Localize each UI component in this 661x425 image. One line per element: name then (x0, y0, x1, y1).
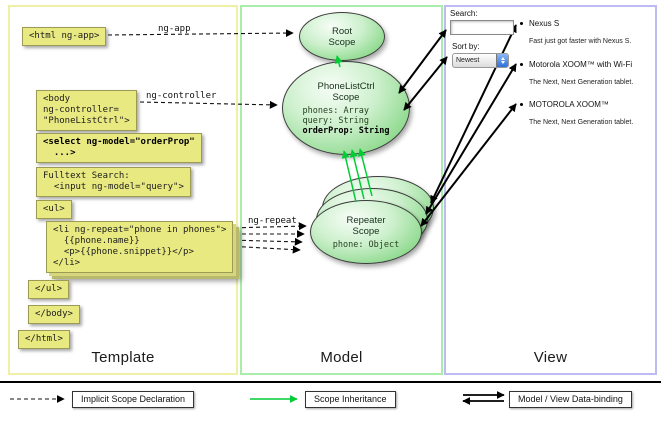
ng-app-label: ng-app (158, 24, 191, 34)
model-panel-title: Model (320, 349, 363, 366)
legend-implicit-scope: Implicit Scope Declaration (72, 391, 195, 408)
scope-prop-phones: phones: Array (302, 105, 370, 116)
phone-snippet: Fast just got faster with Nexus S. (529, 38, 632, 45)
view-panel-title: View (533, 349, 568, 366)
select-stepper-icon (496, 54, 508, 67)
phone-name: Nexus S (529, 19, 560, 28)
scope-prop-orderprop: orderProp: String (302, 125, 390, 136)
phonelistctrl-scope-name: PhoneListCtrl Scope (317, 80, 375, 103)
code-body-open: <body ng-controller= "PhoneListCtrl"> (36, 90, 137, 131)
ng-controller-label: ng-controller (146, 91, 217, 101)
search-input[interactable] (450, 20, 514, 35)
sort-select[interactable]: Newest (452, 53, 509, 68)
scope-prop-query: query: String (302, 115, 370, 126)
phone-snippet: The Next, Next Generation tablet. (529, 119, 634, 126)
phone-list-item: Motorola XOOM™ with Wi-Fi The Next, Next… (520, 60, 659, 87)
phone-name: Motorola XOOM™ with Wi-Fi (529, 60, 633, 69)
code-ul-close: </ul> (28, 280, 70, 299)
code-html-close: </html> (18, 330, 70, 349)
code-html-open: <html ng-app> (22, 27, 107, 46)
ng-repeat-label: ng-repeat (248, 216, 297, 226)
legend-data-binding: Model / View Data-binding (509, 391, 632, 408)
repeater-scope-props: phone: Object (333, 240, 400, 250)
scope-prop-phone: phone: Object (332, 239, 400, 250)
code-li-repeat: <li ng-repeat="phone in phones"> {{phone… (46, 221, 234, 273)
code-select: <select ng-model="orderProp" ...> (36, 133, 202, 163)
sort-label: Sort by: (452, 42, 480, 51)
phone-list-item: MOTOROLA XOOM™ The Next, Next Generation… (520, 100, 659, 127)
code-fulltext-search: Fulltext Search: <input ng-model="query"… (36, 167, 191, 197)
legend-separator (0, 381, 661, 383)
phone-name: MOTOROLA XOOM™ (529, 100, 609, 109)
template-panel-title: Template (91, 349, 155, 366)
sort-select-value: Newest (456, 57, 480, 64)
root-scope-name: Root Scope (328, 25, 356, 48)
legend-scope-inheritance: Scope Inheritance (305, 391, 396, 408)
code-body-close: </body> (28, 305, 80, 324)
phonelistctrl-scope-props: phones: Array query: String orderProp: S… (303, 106, 390, 136)
bullet-icon (520, 103, 523, 106)
code-ul-open: <ul> (36, 200, 72, 219)
root-scope-ellipse: Root Scope (299, 12, 385, 61)
phone-list-item: Nexus S Fast just got faster with Nexus … (520, 19, 659, 46)
repeater-scope-ellipse: Repeater Scope phone: Object (310, 200, 422, 264)
repeater-scope-name: Repeater Scope (346, 214, 386, 237)
bullet-icon (520, 63, 523, 66)
bullet-icon (520, 22, 523, 25)
phonelistctrl-scope-ellipse: PhoneListCtrl Scope phones: Array query:… (282, 61, 410, 155)
phone-snippet: The Next, Next Generation tablet. (529, 79, 634, 86)
search-label: Search: (450, 9, 478, 18)
